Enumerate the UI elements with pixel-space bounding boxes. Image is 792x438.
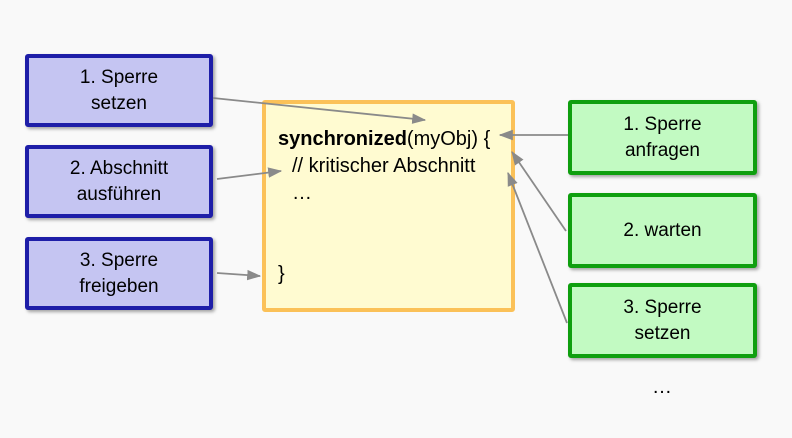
- code-spacer: [278, 207, 505, 261]
- arrow-b2-to-code-edge: [511, 151, 567, 232]
- code-line-closing-brace: }: [278, 263, 285, 285]
- code-line-synchronized: synchronized(myObj) {: [278, 126, 505, 153]
- arrow-b3-to-code-edge: [507, 171, 568, 324]
- code-line1-rest: (myObj) {: [406, 128, 491, 150]
- arrow-a3-to-brace: [216, 269, 262, 281]
- thread-a-step-2-box: 2. Abschnitt ausführen: [25, 145, 213, 218]
- synchronized-code-block: synchronized(myObj) { // kritischer Absc…: [262, 100, 515, 312]
- keyword-synchronized: synchronized: [278, 128, 407, 150]
- thread-a-step-3-box: 3. Sperre freigeben: [25, 237, 213, 310]
- continuation-ellipsis: …: [652, 376, 672, 398]
- thread-b-step-3-box: 3. Sperre setzen: [568, 283, 757, 358]
- code-line-comment: // kritischer Abschnitt: [292, 155, 476, 177]
- thread-b-step-2-box: 2. warten: [568, 193, 757, 268]
- thread-a-step-1-box: 1. Sperre setzen: [25, 54, 213, 127]
- thread-b-step-1-box: 1. Sperre anfragen: [568, 100, 757, 175]
- code-line-ellipsis: …: [292, 182, 312, 204]
